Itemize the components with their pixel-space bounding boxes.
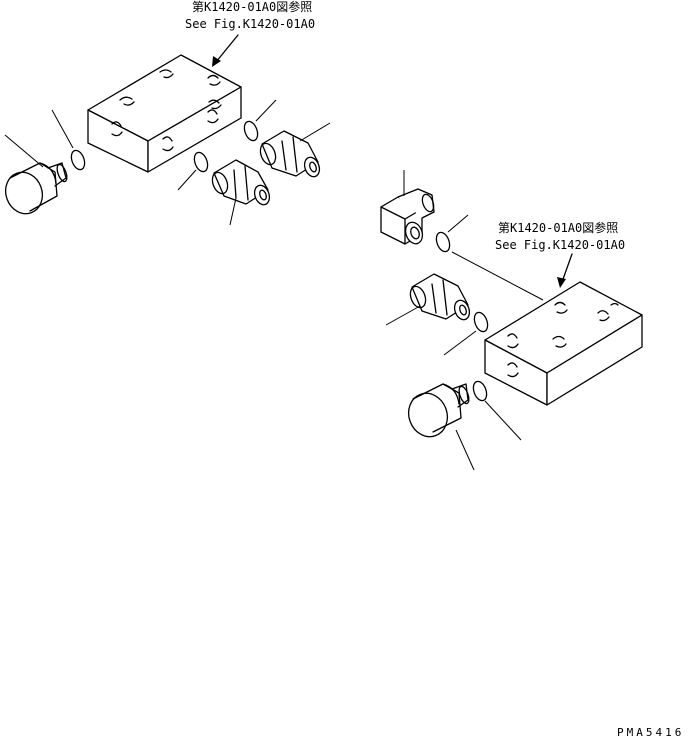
- valve-block-right: [484, 281, 643, 406]
- leader-line: [455, 429, 475, 471]
- leader-line: [299, 122, 331, 142]
- elbow-fitting-right: [380, 188, 435, 245]
- leader-line: [255, 99, 277, 122]
- leader-line: [443, 330, 477, 356]
- o-ring-right-middle: [473, 311, 489, 333]
- reference-en-right: See Fig.K1420-01A0: [495, 238, 625, 252]
- upper-assembly: 第K1420-01A0図参照 See Fig.K1420-01A0: [4, 0, 331, 226]
- fitting-upper-right: [259, 130, 321, 178]
- right-assembly: 第K1420-01A0図参照 See Fig.K1420-01A0: [380, 170, 643, 471]
- assembly-line: [451, 251, 544, 301]
- leader-line: [229, 197, 237, 226]
- o-ring-upper-right: [243, 120, 259, 142]
- leader-line: [447, 214, 469, 233]
- reference-en-upper: See Fig.K1420-01A0: [185, 17, 315, 31]
- drawing-code: PMA5416: [617, 726, 684, 738]
- leader-line: [4, 134, 44, 168]
- valve-block-upper: [87, 54, 242, 173]
- reference-jp-upper: 第K1420-01A0図参照: [192, 0, 312, 14]
- reference-jp-right: 第K1420-01A0図参照: [498, 220, 618, 235]
- reference-arrow-right: [557, 253, 573, 288]
- o-ring-right-bottom: [472, 380, 488, 402]
- o-ring-upper-middle: [193, 151, 209, 173]
- o-ring-upper-left: [70, 149, 86, 171]
- plug-upper-left: [4, 162, 68, 215]
- fitting-upper-middle: [211, 159, 271, 206]
- o-ring-right-top: [435, 231, 451, 253]
- fitting-right-middle: [409, 273, 471, 321]
- leader-line: [177, 169, 197, 191]
- reference-arrow-upper: [212, 34, 239, 67]
- leader-line: [484, 400, 522, 441]
- leader-line: [51, 109, 74, 149]
- leader-line: [385, 305, 421, 326]
- plug-right-bottom: [407, 383, 470, 438]
